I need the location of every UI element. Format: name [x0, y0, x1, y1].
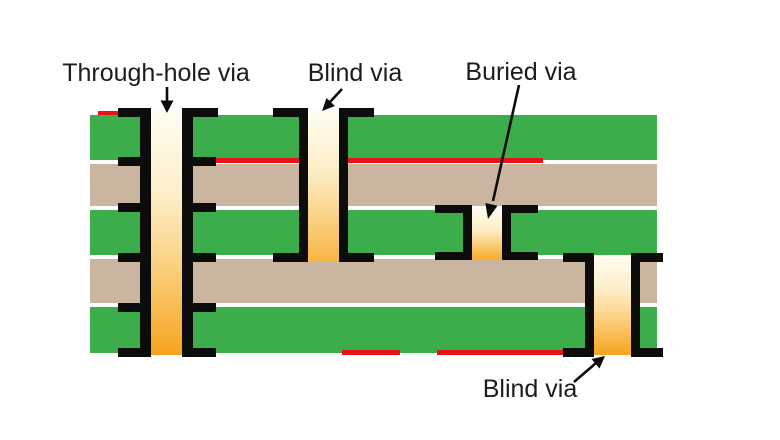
- via-pad: [182, 348, 216, 357]
- via-pad: [118, 253, 151, 262]
- via-pad: [182, 203, 216, 212]
- via-pad: [182, 108, 218, 117]
- via-pad: [118, 108, 151, 117]
- via-pad: [435, 252, 472, 260]
- label-through-hole-via: Through-hole via: [62, 59, 250, 87]
- via-pad: [182, 303, 216, 312]
- via-pad: [339, 253, 374, 262]
- via-pad: [118, 157, 151, 166]
- copper-trace-inner-left: [216, 158, 299, 163]
- arrow-buried-via: [485, 84, 521, 219]
- arrow-blind-via-top: [322, 88, 343, 111]
- via-pad: [339, 108, 374, 117]
- label-blind-via-top: Blind via: [307, 59, 403, 87]
- via-wall-left: [299, 108, 308, 262]
- arrow-through-hole-via: [160, 87, 174, 113]
- via-wall-right: [502, 205, 511, 260]
- via-pad: [118, 203, 151, 212]
- via-pad: [631, 253, 663, 262]
- via-wall-left: [463, 205, 472, 260]
- via-pad: [631, 348, 663, 357]
- via-pad: [118, 348, 151, 357]
- via-barrel: [151, 110, 182, 355]
- via-wall-right: [182, 108, 193, 357]
- via-pad: [502, 205, 538, 213]
- copper-trace-bottom-right: [437, 350, 565, 355]
- via-wall-left: [585, 253, 594, 357]
- copper-trace-top-left: [98, 111, 120, 115]
- via-pad: [182, 157, 216, 166]
- via-pad: [435, 205, 472, 213]
- via-pad: [563, 348, 594, 357]
- via-barrel: [472, 206, 502, 259]
- label-buried-via: Buried via: [465, 58, 577, 86]
- via-pad: [502, 252, 538, 260]
- via-pad: [182, 253, 216, 262]
- copper-trace-inner-right: [348, 158, 543, 163]
- via-barrel: [308, 110, 339, 262]
- via-pad: [273, 253, 308, 262]
- via-pad: [563, 253, 594, 262]
- via-wall-left: [140, 108, 151, 357]
- copper-trace-bottom-left: [342, 350, 400, 355]
- label-blind-via-bottom: Blind via: [482, 375, 578, 403]
- via-wall-right: [631, 253, 640, 357]
- via-wall-right: [339, 108, 348, 262]
- arrow-blind-via-bottom: [573, 356, 605, 383]
- via-pad: [118, 303, 151, 312]
- via-pad: [273, 108, 308, 117]
- via-barrel: [594, 255, 631, 355]
